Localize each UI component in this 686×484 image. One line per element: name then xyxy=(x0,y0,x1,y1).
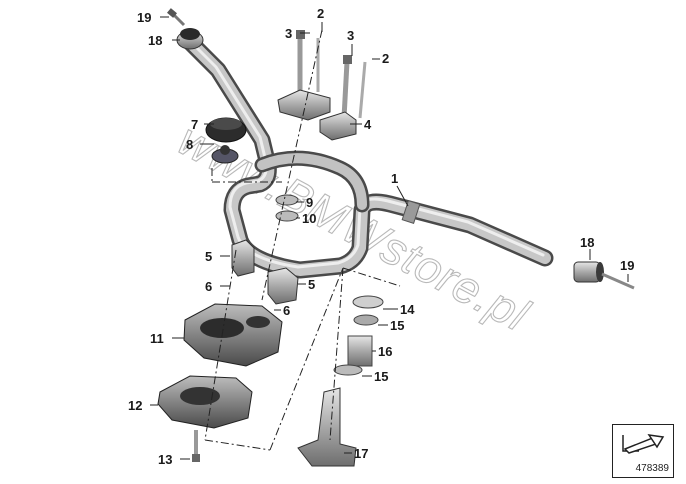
alignment-lines xyxy=(204,29,401,451)
reference-box: 478389 xyxy=(612,424,674,478)
callout-9: 9 xyxy=(306,195,313,210)
callout-15-lower: 15 xyxy=(374,369,388,384)
riser-upper xyxy=(183,303,283,367)
arrow-icon xyxy=(622,434,665,454)
callout-leaders xyxy=(150,16,629,460)
callout-19-left: 19 xyxy=(137,10,151,25)
callout-17: 17 xyxy=(354,446,368,461)
callout-6-left: 6 xyxy=(205,279,212,294)
callout-4: 4 xyxy=(364,117,372,132)
stem-parts xyxy=(297,295,384,467)
bar-end-screw-right xyxy=(601,272,635,290)
callout-7: 7 xyxy=(191,117,198,132)
callout-16: 16 xyxy=(378,344,392,359)
reference-number: 478389 xyxy=(635,463,669,474)
lower-clamps xyxy=(231,239,299,305)
callout-2-b: 2 xyxy=(382,51,389,66)
callout-19-right: 19 xyxy=(620,258,634,273)
washers-small xyxy=(275,194,299,222)
bar-end-weight-left xyxy=(176,28,204,50)
rubber-mounts xyxy=(205,117,247,164)
handlebar-top-clamps xyxy=(277,89,357,141)
callout-13: 13 xyxy=(158,452,172,467)
callout-5-left: 5 xyxy=(205,249,212,264)
callout-6-right: 6 xyxy=(283,303,290,318)
callout-15-upper: 15 xyxy=(390,318,404,333)
base-bolt xyxy=(192,430,200,462)
callout-12: 12 xyxy=(128,398,142,413)
callout-10: 10 xyxy=(302,211,316,226)
callout-2-a: 2 xyxy=(317,6,324,21)
callout-8: 8 xyxy=(186,137,193,152)
callout-5-right: 5 xyxy=(308,277,315,292)
bar-end-weight-right xyxy=(573,261,604,283)
callout-18-left: 18 xyxy=(148,33,162,48)
callout-1: 1 xyxy=(391,171,398,186)
callout-14: 14 xyxy=(400,302,415,317)
callout-3-a: 3 xyxy=(285,26,292,41)
callout-labels: 19 18 3 2 3 2 4 7 8 1 9 10 5 6 5 6 11 14… xyxy=(128,6,634,467)
callout-18-right: 18 xyxy=(580,235,594,250)
bar-end-screw-left xyxy=(167,8,186,27)
riser-lower xyxy=(157,375,253,429)
callout-3-b: 3 xyxy=(347,28,354,43)
callout-11: 11 xyxy=(150,331,164,346)
